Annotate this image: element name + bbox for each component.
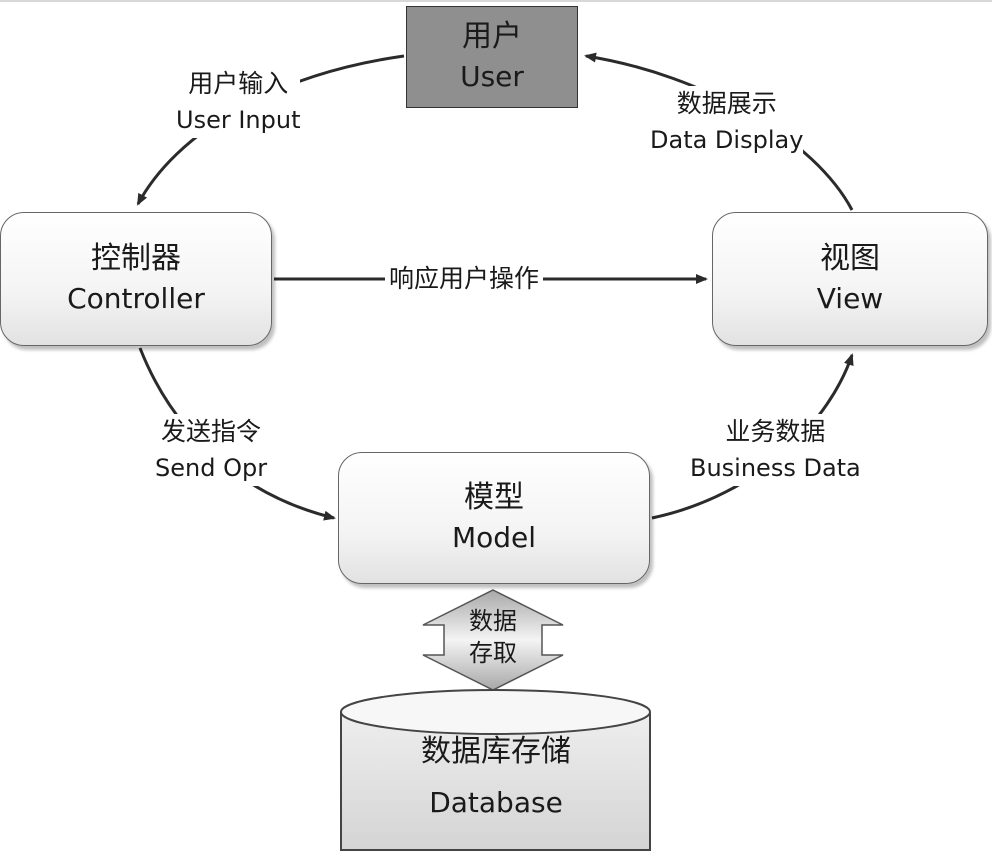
data-access-label-line2: 存取 bbox=[469, 639, 517, 667]
top-border bbox=[0, 0, 992, 2]
database-cylinder bbox=[340, 689, 651, 851]
database-label-zh: 数据库存储 bbox=[421, 734, 571, 769]
send-opr-label: 发送指令 Send Opr bbox=[155, 414, 268, 486]
user-label-zh: 用户 bbox=[462, 19, 522, 54]
model-node: 模型 Model bbox=[338, 452, 650, 584]
user-input-label-en: User Input bbox=[176, 106, 301, 134]
user-node: 用户 User bbox=[406, 6, 578, 108]
controller-node: 控制器 Controller bbox=[0, 212, 272, 346]
database-label-en: Database bbox=[429, 786, 563, 819]
controller-label-zh: 控制器 bbox=[91, 241, 181, 276]
model-label-zh: 模型 bbox=[464, 480, 524, 515]
business-data-label-zh: 业务数据 bbox=[725, 417, 826, 446]
data-display-label-en: Data Display bbox=[650, 126, 804, 154]
data-access-label: 数据 存取 bbox=[451, 605, 535, 669]
business-data-label: 业务数据 Business Data bbox=[690, 414, 861, 486]
respond-user-action-label: 响应用户操作 bbox=[385, 261, 544, 297]
user-label-en: User bbox=[460, 60, 524, 93]
user-input-label: 用户输入 User Input bbox=[176, 66, 301, 138]
view-label-zh: 视图 bbox=[820, 241, 880, 276]
data-access-label-line1: 数据 bbox=[469, 607, 517, 635]
view-label-en: View bbox=[816, 282, 884, 315]
data-display-label-zh: 数据展示 bbox=[676, 89, 777, 118]
respond-user-action-label-zh: 响应用户操作 bbox=[389, 264, 540, 293]
send-opr-label-zh: 发送指令 bbox=[161, 417, 262, 446]
view-node: 视图 View bbox=[712, 212, 988, 346]
user-input-label-zh: 用户输入 bbox=[188, 69, 289, 98]
controller-label-en: Controller bbox=[67, 282, 205, 315]
business-data-label-en: Business Data bbox=[690, 454, 861, 482]
model-label-en: Model bbox=[451, 521, 537, 554]
data-display-label: 数据展示 Data Display bbox=[650, 86, 804, 158]
send-opr-label-en: Send Opr bbox=[155, 454, 268, 482]
